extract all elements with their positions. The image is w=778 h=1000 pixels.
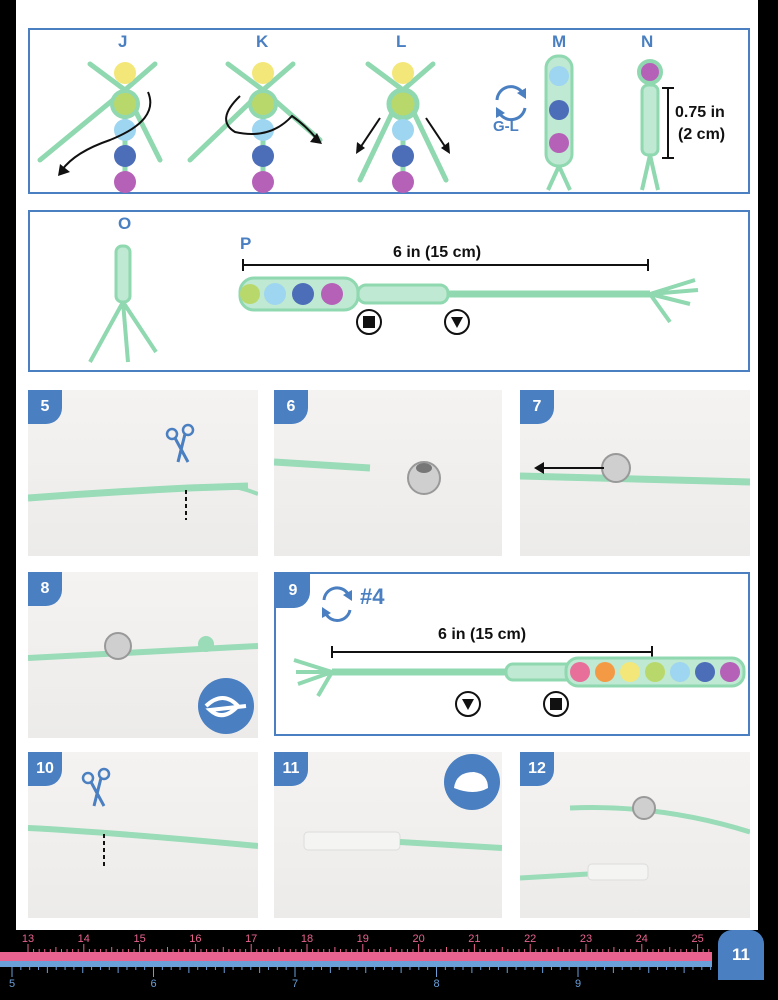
square-marker-icon — [543, 691, 569, 717]
ruler-cm-label: 22 — [524, 933, 536, 945]
photo-step-8: 8 — [28, 572, 258, 738]
ruler-cm-label: 15 — [133, 933, 145, 945]
macrame-diagram-9 — [293, 586, 746, 717]
scissors-icon — [81, 767, 111, 807]
whale-icon — [444, 754, 500, 810]
photo-step-11: 11 — [274, 752, 502, 918]
ruler-cm-label: 18 — [301, 933, 313, 945]
step-number-6: 6 — [274, 390, 308, 424]
ruler-cm-label: 14 — [78, 933, 90, 945]
photo-12-content — [520, 796, 750, 881]
step-number-7: 7 — [520, 390, 554, 424]
measure-in: 0.75 in — [675, 104, 725, 121]
step-number-8: 8 — [28, 572, 62, 606]
photo-8-content — [28, 632, 258, 734]
diagram-k — [187, 61, 323, 193]
step-number-5: 5 — [28, 390, 62, 424]
triangle-marker-icon — [444, 309, 470, 335]
ruler-in-label: 9 — [575, 978, 581, 990]
diagram-m — [544, 54, 574, 191]
photo-step-12: 12 — [520, 752, 750, 918]
ruler-graphic: 13 14 15 16 17 18 19 20 21 22 23 24 25 5 6 7 8 9 — [0, 933, 712, 990]
repeat-label-g-l: G-L — [493, 118, 519, 135]
ruler: 13 14 15 16 17 18 19 20 21 22 23 24 25 5 6 7 8 9 — [0, 930, 712, 1000]
panel-steps-o-p: O P 6 in (15 cm) — [28, 210, 750, 372]
right-border — [758, 0, 778, 1000]
ruler-cm-label: 17 — [245, 933, 257, 945]
label-l: L — [396, 32, 407, 51]
ruler-cm-label: 19 — [357, 933, 369, 945]
triangle-marker-icon — [455, 691, 481, 717]
diagram-l — [356, 61, 450, 193]
ruler-in-label: 5 — [9, 978, 15, 990]
photo-step-5: 5 — [28, 390, 258, 556]
ruler-cm-label: 21 — [468, 933, 480, 945]
scissors-icon — [165, 423, 195, 463]
rotate-arrows-icon — [322, 586, 352, 622]
label-n: N — [641, 32, 654, 51]
photo-step-7: 7 — [520, 390, 750, 556]
ruler-in-label: 7 — [292, 978, 298, 990]
panel-step-9: 9 #4 6 in (15 cm) — [274, 572, 750, 736]
ruler-cm-label: 20 — [412, 933, 424, 945]
measure-6in-step9: 6 in (15 cm) — [438, 626, 527, 643]
macrame-diagrams-j-n — [37, 54, 674, 193]
knot-icon — [198, 678, 254, 734]
photo-step-10: 10 — [28, 752, 258, 918]
label-m: M — [552, 32, 567, 51]
ruler-cm-label: 23 — [580, 933, 592, 945]
step-number-9: 9 — [276, 574, 310, 608]
rotate-arrows-icon — [495, 85, 527, 122]
label-o: O — [118, 214, 132, 233]
panel-steps-j-n: J K L M N G-L 0.75 in (2 cm) — [28, 28, 750, 194]
repeat-ref-4: #4 — [360, 584, 385, 609]
photo-11-content — [303, 754, 502, 851]
label-p: P — [240, 234, 252, 253]
ruler-in-label: 8 — [433, 978, 439, 990]
step-number-11: 11 — [274, 752, 308, 786]
diagram-o — [88, 244, 158, 363]
photo-6-content — [274, 458, 441, 495]
measure-6in: 6 in (15 cm) — [393, 244, 482, 261]
step-number-12: 12 — [520, 752, 554, 786]
label-j: J — [118, 32, 128, 51]
macrame-diagrams-o-p — [88, 244, 699, 363]
square-marker-icon — [356, 309, 382, 335]
ruler-cm-label: 25 — [691, 933, 703, 945]
photo-step-6: 6 — [274, 390, 502, 556]
diagram-n — [637, 59, 674, 191]
diagram-p — [238, 259, 699, 335]
ruler-cm-label: 16 — [189, 933, 201, 945]
step-number-10: 10 — [28, 752, 62, 786]
left-border — [0, 0, 16, 1000]
photo-7-content — [520, 453, 750, 486]
measure-cm: (2 cm) — [678, 126, 726, 143]
ruler-cm-label: 13 — [22, 933, 34, 945]
ruler-in-label: 6 — [150, 978, 156, 990]
label-k: K — [256, 32, 269, 51]
page-number: 11 — [718, 930, 764, 980]
diagram-j — [37, 61, 163, 193]
photo-10-content — [28, 767, 258, 868]
photo-5-content — [28, 423, 258, 520]
ruler-cm-label: 24 — [636, 933, 648, 945]
